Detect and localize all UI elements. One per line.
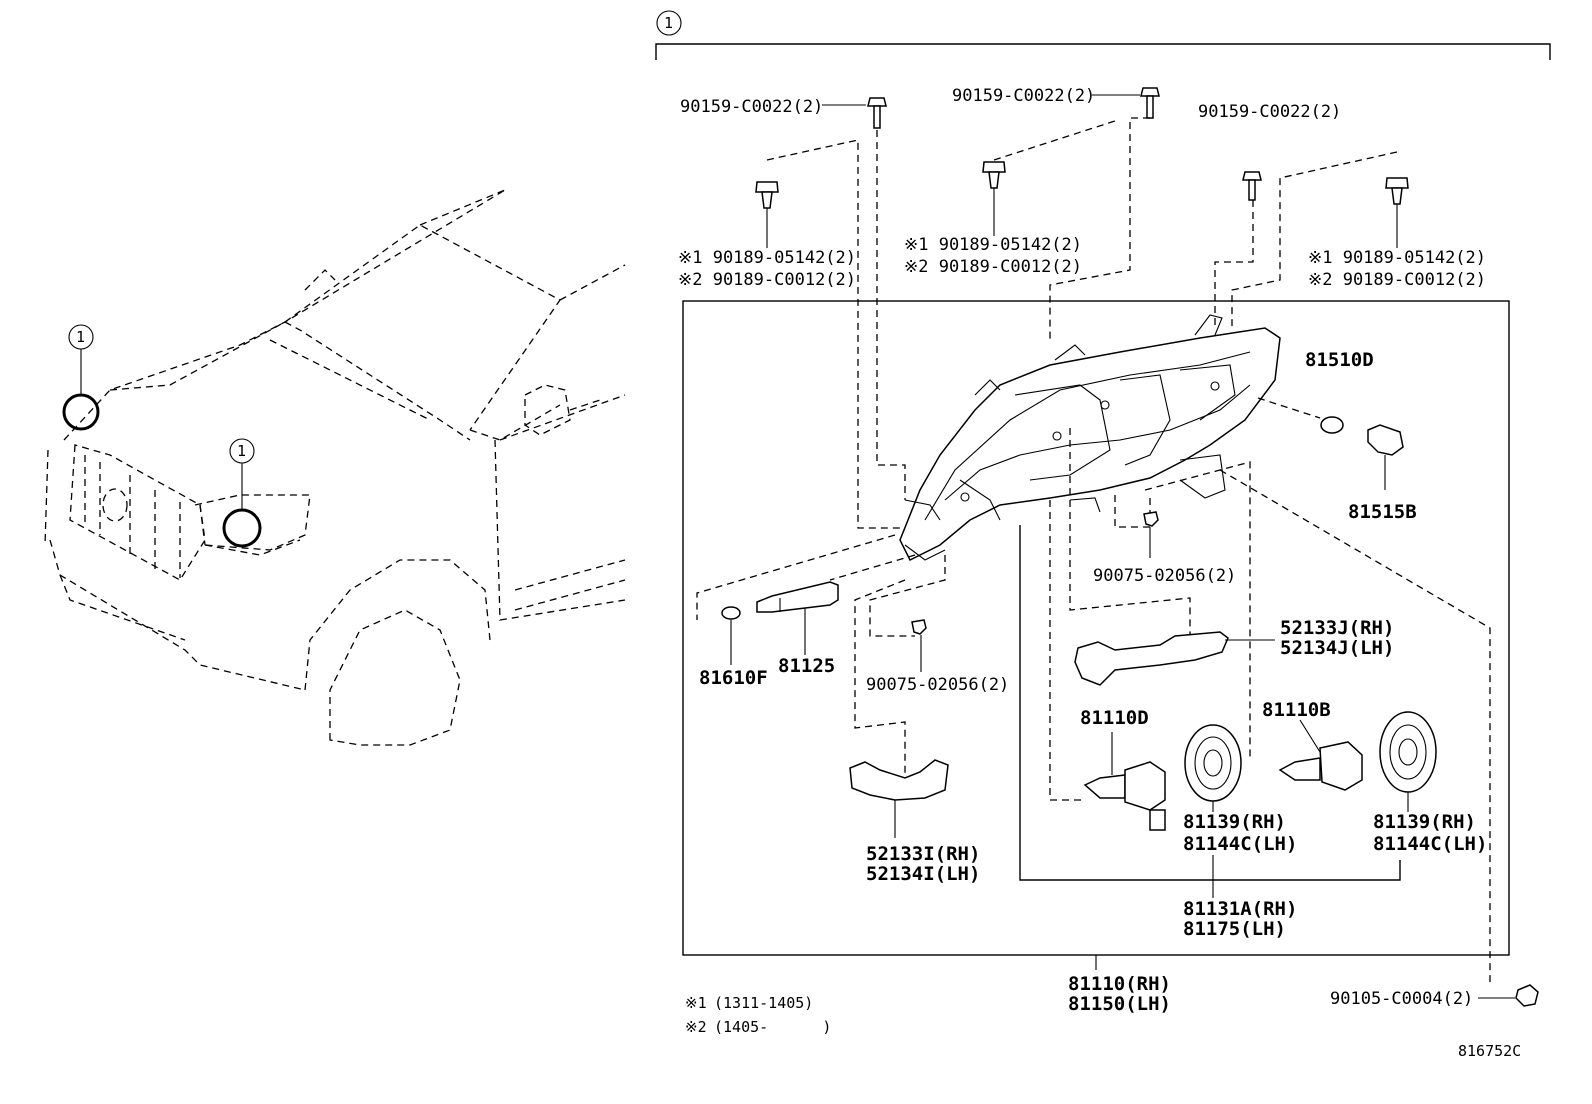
clip-mid xyxy=(982,161,1006,236)
label-81515B: 81515B xyxy=(1348,501,1417,523)
label-screw-right: 90075-02056(2) xyxy=(1093,566,1236,586)
label-clip-left-1: ※1 90189-05142(2) xyxy=(678,248,856,268)
screw-right xyxy=(1143,511,1159,558)
label-81610F: 81610F xyxy=(699,667,768,689)
label-cover-mid-lh: 81144C(LH) xyxy=(1183,833,1297,855)
footnotes: ※1 (1311-1405) ※2 (1405- ) xyxy=(685,994,831,1036)
label-clip-right-1: ※1 90189-05142(2) xyxy=(1308,248,1486,268)
housing-group-bracket xyxy=(1019,525,1401,881)
label-cover-mid-rh: 81139(RH) xyxy=(1183,811,1286,833)
socket-harness-right xyxy=(1074,631,1275,686)
top-bolt-mid xyxy=(1092,87,1160,119)
headlamp-assembly xyxy=(899,314,1281,562)
headlight-location-left xyxy=(62,393,100,431)
label-assy-lh: 81150(LH) xyxy=(1068,993,1171,1015)
label-clip-left-2: ※2 90189-C0012(2) xyxy=(678,270,856,290)
footnote-2-range: (1405- ) xyxy=(714,1018,831,1036)
component-leaders xyxy=(696,397,1491,985)
part-81125 xyxy=(756,581,839,655)
bulb-81110D xyxy=(1083,732,1166,831)
label-clip-mid-1: ※1 90189-05142(2) xyxy=(904,235,1082,255)
label-cover-right-rh: 81139(RH) xyxy=(1373,811,1476,833)
label-housing-lh: 81175(LH) xyxy=(1183,918,1286,940)
label-bulb-81110B: 81110B xyxy=(1262,699,1331,721)
footnote-1-mark: ※1 xyxy=(685,994,707,1012)
callout-number-right: 1 xyxy=(237,442,246,460)
cover-mid xyxy=(1184,724,1242,812)
footnote-2-mark: ※2 xyxy=(685,1018,707,1036)
diagram-id: 816752C xyxy=(1458,1042,1521,1060)
vehicle-illustration: 1 1 xyxy=(44,189,626,746)
socket-harness-left xyxy=(849,759,949,838)
clip-left xyxy=(755,181,779,248)
footnote-1-range: (1311-1405) xyxy=(714,994,813,1012)
label-socket-right-rh: 52133J(RH) xyxy=(1280,617,1394,639)
label-bolt-right-top: 90159-C0022(2) xyxy=(1198,102,1341,122)
label-socket-right-lh: 52134J(LH) xyxy=(1280,637,1394,659)
part-81510D xyxy=(1320,416,1344,434)
part-labels: 90159-C0022(2) 90159-C0022(2) 90159-C002… xyxy=(678,86,1487,1015)
part-81610F xyxy=(721,606,741,665)
label-81125: 81125 xyxy=(778,655,835,677)
label-socket-left-lh: 52134I(LH) xyxy=(866,863,980,885)
callout-marker-top xyxy=(656,10,682,36)
assembly-bracket: 1 xyxy=(655,10,1551,60)
top-bolt-right xyxy=(1242,171,1262,201)
screw-left xyxy=(911,619,927,672)
label-bolt-bottom: 90105-C0004(2) xyxy=(1330,989,1473,1009)
label-socket-left-rh: 52133I(RH) xyxy=(866,843,980,865)
bottom-bolt xyxy=(1478,984,1539,1007)
top-bolt-left xyxy=(822,97,887,129)
clip-right xyxy=(1385,177,1409,248)
label-bulb-81110D: 81110D xyxy=(1080,707,1149,729)
label-81510D: 81510D xyxy=(1305,349,1374,371)
label-bolt-mid-top: 90159-C0022(2) xyxy=(952,86,1095,106)
label-assy-rh: 81110(RH) xyxy=(1068,973,1171,995)
label-screw-left: 90075-02056(2) xyxy=(866,675,1009,695)
label-bolt-left-top: 90159-C0022(2) xyxy=(680,97,823,117)
part-81515B xyxy=(1367,424,1404,490)
headlight-location-right xyxy=(222,508,262,548)
callout-number-left: 1 xyxy=(76,328,85,346)
fastener-leaders xyxy=(766,117,1398,529)
label-clip-mid-2: ※2 90189-C0012(2) xyxy=(904,257,1082,277)
callout-number-top: 1 xyxy=(664,14,673,32)
cover-right xyxy=(1379,711,1437,812)
bulb-81110B xyxy=(1278,719,1363,791)
label-housing-rh: 81131A(RH) xyxy=(1183,898,1297,920)
label-cover-right-lh: 81144C(LH) xyxy=(1373,833,1487,855)
label-clip-right-2: ※2 90189-C0012(2) xyxy=(1308,270,1486,290)
